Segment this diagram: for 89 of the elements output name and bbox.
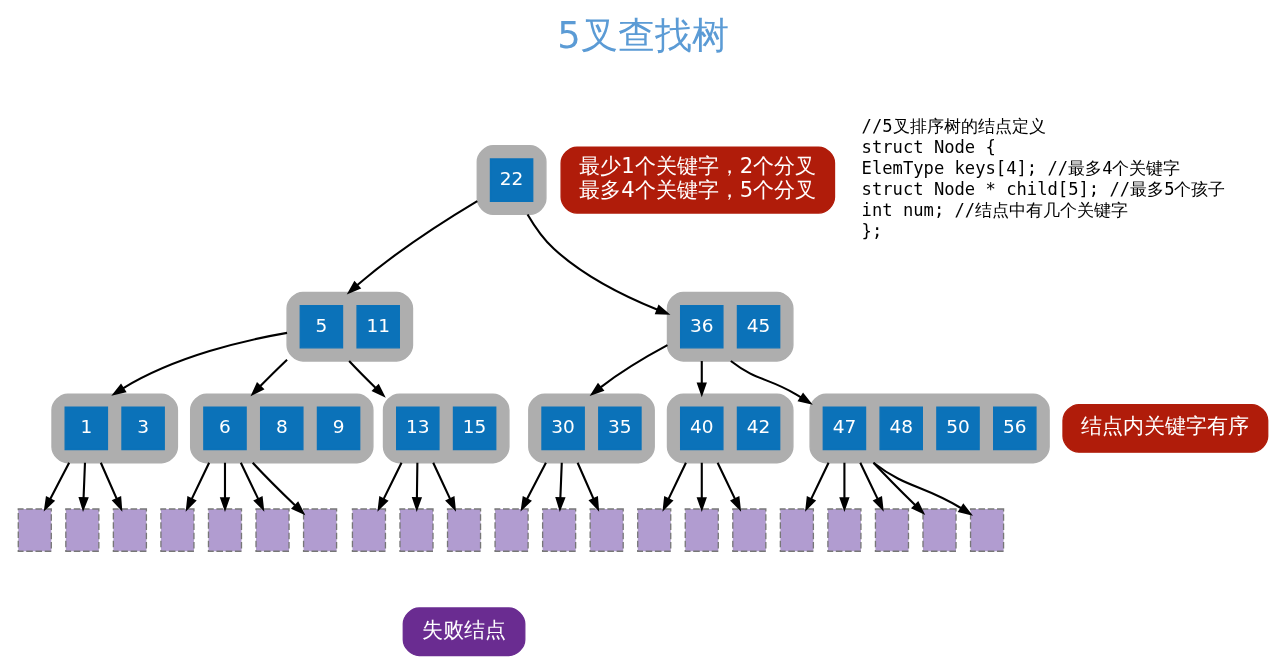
node-box [969,508,1005,552]
arrow [219,462,231,512]
node-box [112,508,148,552]
node-box: 30 [541,406,585,451]
cluster [809,393,1050,464]
cluster [666,291,794,362]
node-box: 9 [316,406,361,451]
diagram-title: 5叉查找树 [557,14,729,58]
node-box [494,508,529,552]
cluster [286,291,414,362]
arrow [589,344,668,397]
node-box [302,508,338,552]
cluster [476,145,547,216]
arrow [872,462,926,515]
node-box [446,508,482,552]
arrow [111,331,288,396]
node-box: 40 [680,406,724,451]
label: int num; //结点中有几个关键字 [861,200,1129,221]
arrow [696,361,707,398]
node-box [874,508,910,552]
arrow [43,462,71,512]
node-box: 48 [879,406,923,451]
node-box: 3 [121,406,165,451]
arrow [859,462,884,512]
arrow [520,462,547,512]
arrow [555,462,566,512]
arrow [78,462,89,512]
label: }; [861,221,883,242]
arrow [346,200,478,295]
node-box: 56 [993,406,1037,451]
cluster [666,393,794,464]
node-box [541,508,577,552]
node-box [65,508,100,552]
node-box [351,508,387,552]
node-box: 13 [396,406,440,451]
arrow [239,462,265,512]
cluster [528,393,655,464]
node-box: 35 [598,406,642,451]
node-box [779,508,815,552]
node-box [732,508,767,552]
arrow [576,462,600,512]
node-box: 失败结点 [402,607,526,657]
node-box: 45 [736,304,781,349]
arrow [185,462,211,512]
node-box [17,508,52,552]
node-box [399,508,434,552]
node-box: 8 [259,406,304,451]
arrow [526,213,671,315]
arrow [662,462,687,512]
arrow [348,360,386,398]
node-box [255,508,290,552]
node-box: 结点内关键字有序 [1062,403,1269,453]
arrow [839,462,850,512]
node-box: 最少1个关键字，2个分叉 最多4个关键字，5个分叉 [560,146,836,214]
arrow [805,462,830,512]
arrow [250,358,288,397]
label: //5叉排序树的结点定义 [861,115,1046,136]
arrow [872,461,973,516]
arrow [716,462,742,512]
node-box: 15 [452,406,497,451]
cluster [382,393,510,464]
node-box [827,508,862,552]
arrow [99,462,123,512]
node-box: 47 [822,406,867,451]
cluster [51,393,179,464]
arrow [411,462,423,512]
arrow [251,462,306,516]
arrow [696,462,707,512]
node-box [637,508,672,552]
label: struct Node { [861,136,996,157]
cluster [190,393,374,464]
node-box: 1 [64,406,109,451]
label: ElemType keys[4]; //最多4个关键字 [861,158,1181,179]
node-box: 11 [356,304,400,349]
node-box [160,508,195,552]
node-box [589,508,624,552]
node-box [684,508,719,552]
node-box: 6 [203,406,247,451]
arrow [730,360,813,405]
node-box: 22 [489,158,534,202]
node-box: 42 [736,406,781,451]
label: struct Node * child[5]; //最多5个孩子 [861,179,1226,200]
arrow [432,462,457,512]
arrow [377,462,403,512]
node-box: 36 [680,304,724,349]
node-box: 5 [299,304,344,349]
node-box: 50 [936,406,980,451]
node-box [922,508,957,552]
node-box [207,508,243,552]
